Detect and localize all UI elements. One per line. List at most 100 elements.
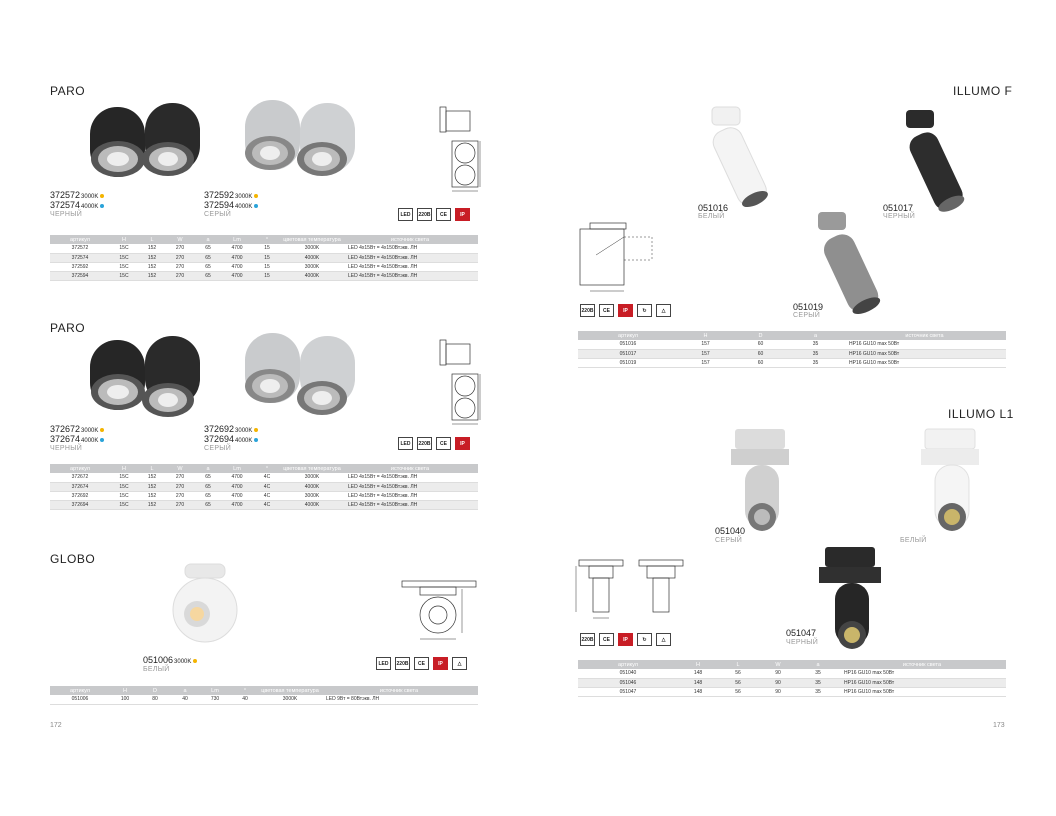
color-white: БЕЛЫЙ	[143, 666, 170, 673]
product-code-051017: 051017	[883, 203, 914, 213]
ip-rating-icon: IP	[618, 633, 633, 646]
warning-triangle-icon: △	[656, 304, 671, 317]
ip-rating-icon: IP	[433, 657, 448, 670]
rotation-icon: ↻	[637, 633, 652, 646]
illumo-f-technical-drawing	[579, 222, 653, 292]
ip-rating-icon: IP	[455, 208, 470, 221]
section-title-globo: GLOBO	[50, 552, 96, 566]
paro-gray-lamp-image-2	[245, 333, 355, 415]
illumo-f-black-lamp-image	[906, 110, 965, 212]
warm-dot-icon	[100, 193, 105, 198]
voltage-icon: 220В	[580, 304, 595, 317]
rotation-icon: ↻	[637, 304, 652, 317]
illumo-f-feature-icons: 220В CE IP ↻ △	[580, 304, 671, 317]
page-number-left: 172	[50, 722, 62, 729]
ce-icon: CE	[599, 304, 614, 317]
product-code-372574: 3725744000K	[50, 200, 105, 210]
color-white-illumo-f: БЕЛЫЙ	[698, 213, 725, 220]
illumo-l1-white-lamp-image	[921, 428, 979, 531]
color-gray-2: СЕРЫЙ	[204, 445, 232, 452]
cool-dot-icon	[100, 203, 105, 208]
ce-icon: CE	[436, 437, 451, 450]
right-page: ILLUMO F 051016 БЕЛЫЙ 051017 ЧЕРНЫЙ 0510…	[528, 0, 1056, 816]
ip-rating-icon: IP	[618, 304, 633, 317]
paro-2-spec-table: артикул H L W a Lm ° цветовая температур…	[50, 464, 478, 510]
warm-dot-icon	[193, 658, 198, 663]
product-code-372694: 3726944000K	[204, 434, 259, 444]
warm-dot-icon	[254, 193, 259, 198]
paro-technical-drawing	[439, 106, 481, 192]
ce-icon: CE	[436, 208, 451, 221]
globo-spec-table: артикул H D a Lm ° цветовая температура …	[50, 686, 478, 705]
product-code-051047: 051047	[786, 628, 817, 638]
product-code-051019: 051019	[793, 302, 824, 312]
illumo-l1-gray-lamp-image	[731, 429, 789, 531]
section-title-illumo-l1: ILLUMO L1	[948, 407, 1014, 421]
color-gray-illumo-l1: СЕРЫЙ	[715, 537, 743, 544]
led-icon: LED	[398, 208, 413, 221]
color-white-illumo-l1: БЕЛЫЙ	[900, 537, 927, 544]
cool-dot-icon	[254, 437, 259, 442]
product-code-372592: 3725923000K	[204, 190, 259, 200]
color-black-illumo-f: ЧЕРНЫЙ	[883, 213, 916, 220]
color-black-2: ЧЕРНЫЙ	[50, 445, 83, 452]
warm-dot-icon	[254, 427, 259, 432]
globo-feature-icons: LED 220В CE IP △	[376, 657, 467, 670]
illumo-f-white-lamp-image	[711, 106, 768, 208]
paro-1-spec-table: артикул H L W a Lm ° цветовая температур…	[50, 235, 478, 281]
paro-2-feature-icons: LED 220В CE IP	[398, 437, 470, 450]
ce-icon: CE	[414, 657, 429, 670]
product-code-372594: 3725944000K	[204, 200, 259, 210]
section-title-paro-2: PARO	[50, 321, 86, 335]
voltage-icon: 220В	[417, 437, 432, 450]
globo-lamp-image	[172, 563, 238, 643]
led-icon: LED	[398, 437, 413, 450]
color-gray-illumo-f: СЕРЫЙ	[793, 312, 821, 319]
product-code-372572: 3725723000K	[50, 190, 105, 200]
illumo-f-gray-lamp-image	[818, 212, 881, 315]
voltage-icon: 220В	[395, 657, 410, 670]
color-black-illumo-l1: ЧЕРНЫЙ	[786, 639, 819, 646]
product-code-051040: 051040	[715, 526, 746, 536]
section-title-illumo-f: ILLUMO F	[953, 84, 1013, 98]
ce-icon: CE	[599, 633, 614, 646]
voltage-icon: 220В	[580, 633, 595, 646]
globo-technical-drawing	[401, 580, 477, 640]
led-icon: LED	[376, 657, 391, 670]
ip-rating-icon: IP	[455, 437, 470, 450]
illumo-l1-feature-icons: 220В CE IP ↻ △	[580, 633, 671, 646]
product-code-051016: 051016	[698, 203, 729, 213]
warm-dot-icon	[100, 427, 105, 432]
paro-2-technical-drawing	[439, 339, 481, 425]
cool-dot-icon	[254, 203, 259, 208]
paro-gray-lamp-image	[245, 100, 355, 176]
cool-dot-icon	[100, 437, 105, 442]
product-code-372672: 3726723000K	[50, 424, 105, 434]
paro-black-lamp-image	[90, 103, 200, 177]
color-gray: СЕРЫЙ	[204, 211, 232, 218]
warning-triangle-icon: △	[452, 657, 467, 670]
illumo-l1-technical-drawing	[575, 559, 684, 619]
color-black: ЧЕРНЫЙ	[50, 211, 83, 218]
product-code-372674: 3726744000K	[50, 434, 105, 444]
paro-black-lamp-image-2	[90, 336, 200, 417]
left-page: PARO 3725723000K 3725744000K ЧЕРНЫЙ 3725…	[50, 84, 481, 729]
product-code-372692: 3726923000K	[204, 424, 259, 434]
voltage-icon: 220В	[417, 208, 432, 221]
